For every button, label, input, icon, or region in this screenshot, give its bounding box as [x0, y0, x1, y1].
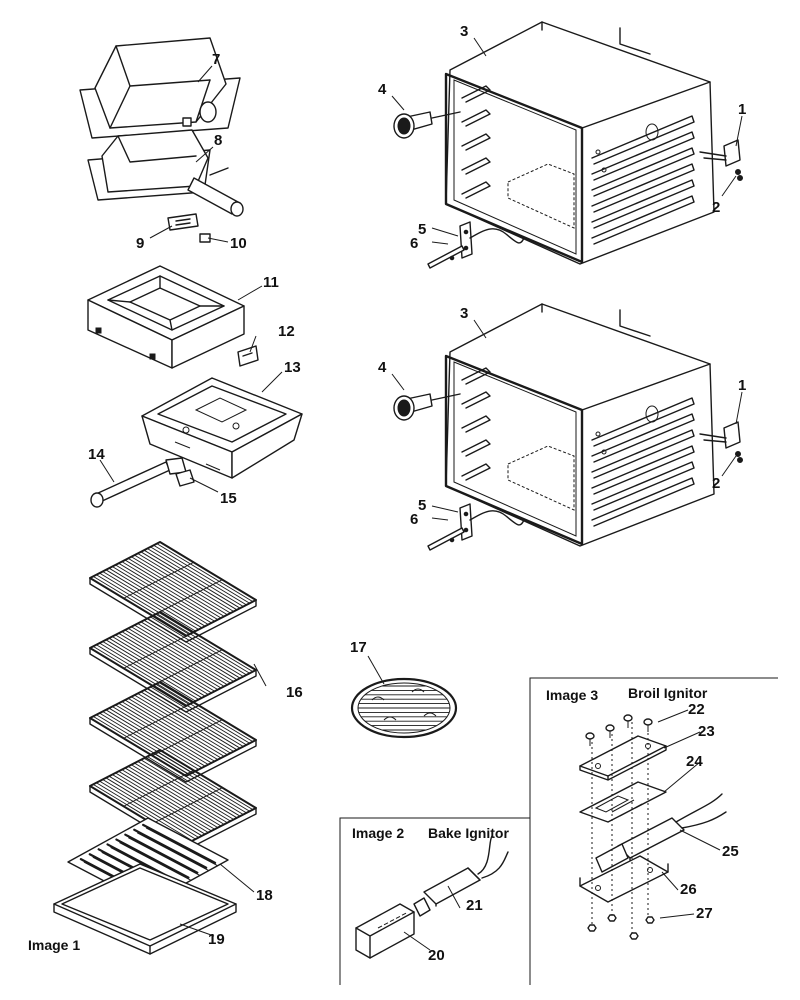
callout-6-upper: 6 — [410, 235, 418, 252]
part-12-bracket — [237, 345, 259, 367]
part-22-27-broil-ignitor — [579, 714, 727, 940]
callout-3-lower: 3 — [460, 305, 468, 322]
image-3-frame — [529, 677, 778, 985]
callout-4-lower: 4 — [378, 359, 387, 376]
callout-24: 24 — [686, 753, 703, 770]
callout-12: 12 — [278, 323, 295, 340]
callout-26: 26 — [680, 881, 697, 898]
part-7-broiler-cover — [79, 37, 241, 139]
callout-25: 25 — [722, 843, 739, 860]
leader-lines — [99, 37, 743, 951]
part-13-burner-box — [141, 377, 303, 479]
callout-27: 27 — [696, 905, 713, 922]
captions: Image 1 Image 2 Bake Ignitor Image 3 Bro… — [28, 685, 708, 953]
callout-19: 19 — [208, 931, 225, 948]
callout-14: 14 — [88, 446, 105, 463]
image-2-title: Bake Ignitor — [428, 825, 509, 841]
callout-6-lower: 6 — [410, 511, 418, 528]
part-3-oven-cavity-lower — [393, 303, 743, 551]
callout-5-upper: 5 — [418, 221, 426, 238]
callout-23: 23 — [698, 723, 715, 740]
callout-11: 11 — [263, 274, 279, 291]
callout-5-lower: 5 — [418, 497, 426, 514]
callout-9: 9 — [136, 235, 144, 252]
callout-1-lower: 1 — [738, 377, 746, 394]
callout-18: 18 — [256, 887, 273, 904]
part-17-round-grill — [350, 677, 458, 739]
part-11-tray — [87, 265, 245, 369]
callout-10: 10 — [230, 235, 247, 252]
callout-7: 7 — [212, 51, 220, 68]
callout-13: 13 — [284, 359, 301, 376]
callout-22: 22 — [688, 701, 705, 718]
oven-rack-1 — [89, 541, 257, 643]
oven-rack-3 — [89, 681, 257, 783]
callout-4-upper: 4 — [378, 81, 387, 98]
part-20-21-bake-ignitor — [355, 835, 509, 959]
callout-2-upper: 2 — [712, 199, 720, 216]
part-9-bracket — [167, 213, 199, 231]
image-3-caption: Image 3 — [546, 687, 598, 703]
part-3-oven-cavity-upper — [393, 21, 743, 269]
part-8-broil-burner — [87, 129, 244, 217]
callout-2-lower: 2 — [712, 475, 720, 492]
callout-3-upper: 3 — [460, 23, 468, 40]
image-2-caption: Image 2 — [352, 825, 404, 841]
callout-21: 21 — [466, 897, 483, 914]
callout-1-upper: 1 — [738, 101, 746, 118]
part-16-oven-racks — [89, 541, 257, 851]
callout-17: 17 — [350, 639, 367, 656]
callout-8: 8 — [214, 132, 222, 149]
callout-numbers: 7 8 9 10 11 12 13 14 15 16 17 18 19 20 2… — [88, 23, 746, 964]
part-15-fitting — [175, 469, 195, 487]
part-14-gas-tube — [90, 457, 187, 508]
callout-16: 16 — [286, 684, 303, 701]
callout-15: 15 — [220, 490, 237, 507]
image-1-caption: Image 1 — [28, 937, 80, 953]
part-19-broiler-pan — [53, 863, 237, 955]
callout-20: 20 — [428, 947, 445, 964]
image-3-title: Broil Ignitor — [628, 685, 708, 701]
image-2-frame — [339, 817, 530, 985]
